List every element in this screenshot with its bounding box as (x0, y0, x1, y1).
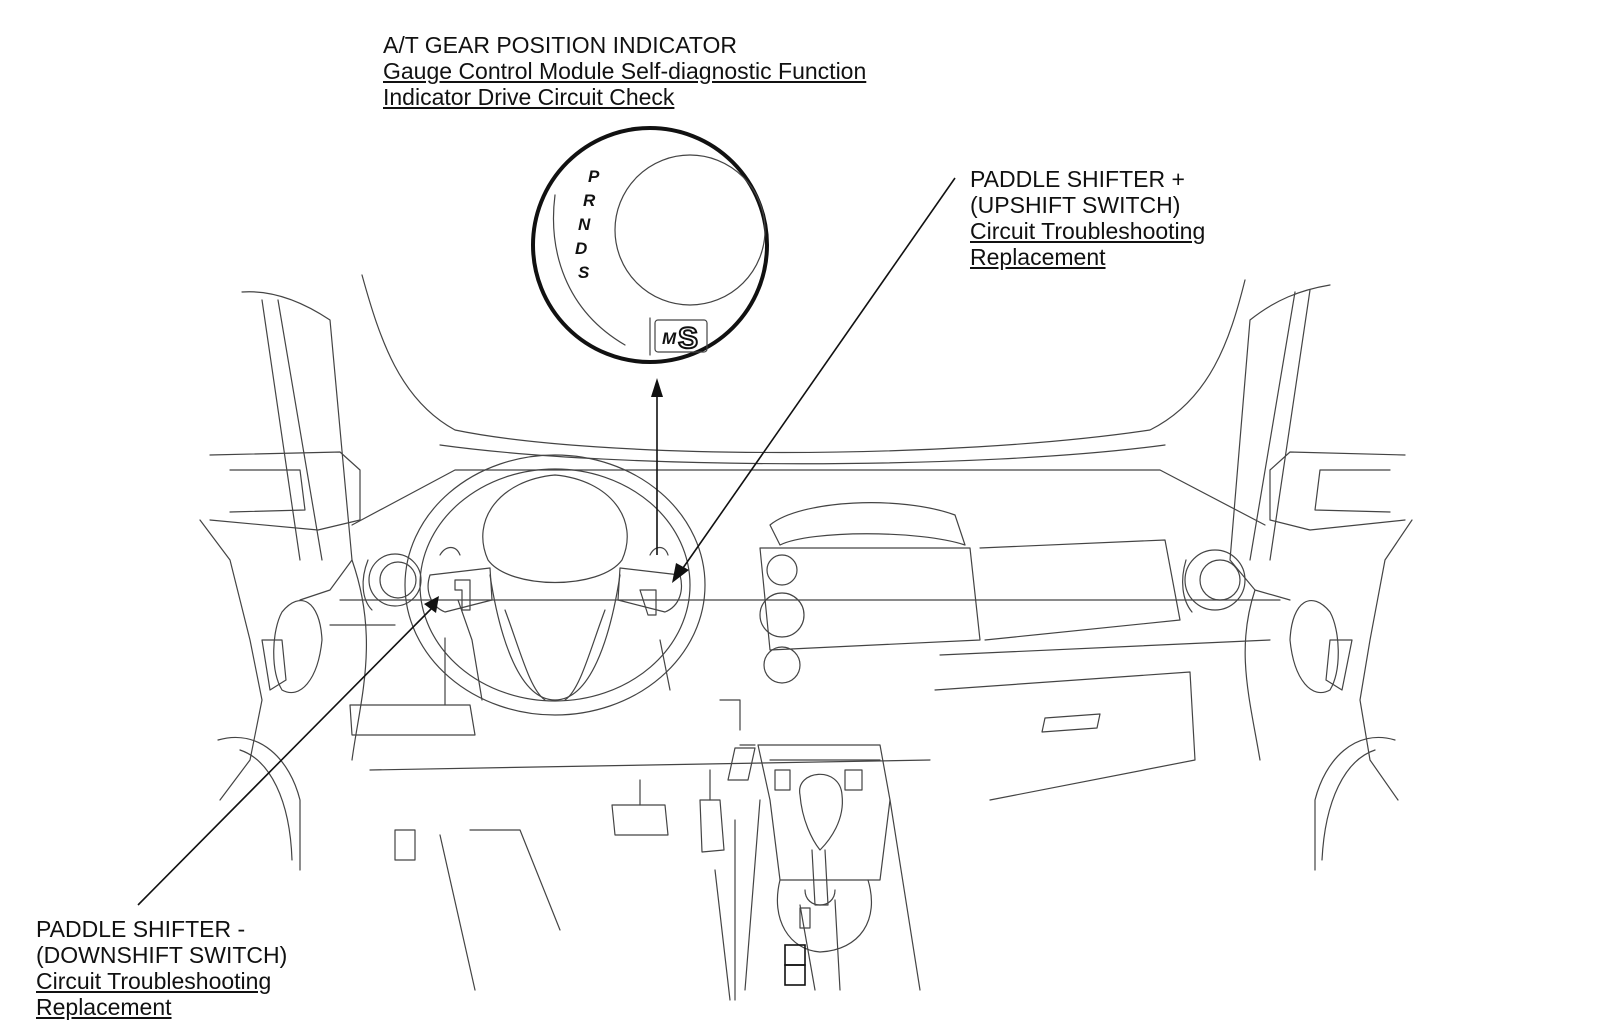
center-display (759, 502, 1181, 684)
gear-indicator-title: A/T GEAR POSITION INDICATOR (383, 32, 737, 58)
up-arrow-head (651, 378, 663, 397)
gear-letter-r: R (583, 191, 596, 210)
gear-letter-s: S (578, 263, 590, 282)
left-door-pillar (199, 291, 361, 871)
paddle-minus-title: PADDLE SHIFTER - (36, 916, 246, 942)
windshield-dash-outline (329, 274, 1281, 761)
paddle-minus-arrow-head (424, 596, 439, 613)
gear-indicator-label: A/T GEAR POSITION INDICATOR Gauge Contro… (383, 32, 866, 110)
paddle-plus-title: PADDLE SHIFTER + (970, 166, 1185, 192)
gear-letters: P R N D S (575, 167, 600, 282)
left-air-vent (362, 553, 422, 611)
gear-letter-n: N (578, 215, 591, 234)
indicator-drive-check-link[interactable]: Indicator Drive Circuit Check (383, 84, 675, 110)
glove-box (934, 671, 1196, 801)
paddle-plus-replacement-link[interactable]: Replacement (970, 244, 1106, 270)
pedals (394, 769, 736, 1001)
gear-letter-d: D (575, 239, 587, 258)
paddle-minus-replacement-link[interactable]: Replacement (36, 994, 172, 1020)
right-air-vent (1182, 549, 1246, 613)
paddle-minus-label: PADDLE SHIFTER - (DOWNSHIFT SWITCH) Circ… (36, 916, 287, 1020)
paddle-plus-label: PADDLE SHIFTER + (UPSHIFT SWITCH) Circui… (970, 166, 1205, 270)
paddle-minus-circuit-link[interactable]: Circuit Troubleshooting (36, 968, 272, 994)
lower-dash (349, 699, 931, 781)
gear-digit-display: S (678, 322, 698, 355)
paddle-plus-subtitle: (UPSHIFT SWITCH) (970, 192, 1181, 218)
self-diagnostic-link[interactable]: Gauge Control Module Self-diagnostic Fun… (383, 58, 867, 84)
paddle-plus-arrow-head (672, 563, 689, 583)
gear-indicator-inset: P R N D S M S (531, 126, 769, 364)
mode-letter-m: M (662, 329, 677, 348)
callout-arrows (137, 177, 956, 906)
right-door-pillar (1229, 284, 1413, 871)
steering-wheel (404, 454, 706, 716)
gear-letter-p: P (588, 167, 600, 186)
paddle-minus-subtitle: (DOWNSHIFT SWITCH) (36, 942, 288, 968)
center-console (744, 744, 921, 991)
paddle-plus-circuit-link[interactable]: Circuit Troubleshooting (970, 218, 1206, 244)
